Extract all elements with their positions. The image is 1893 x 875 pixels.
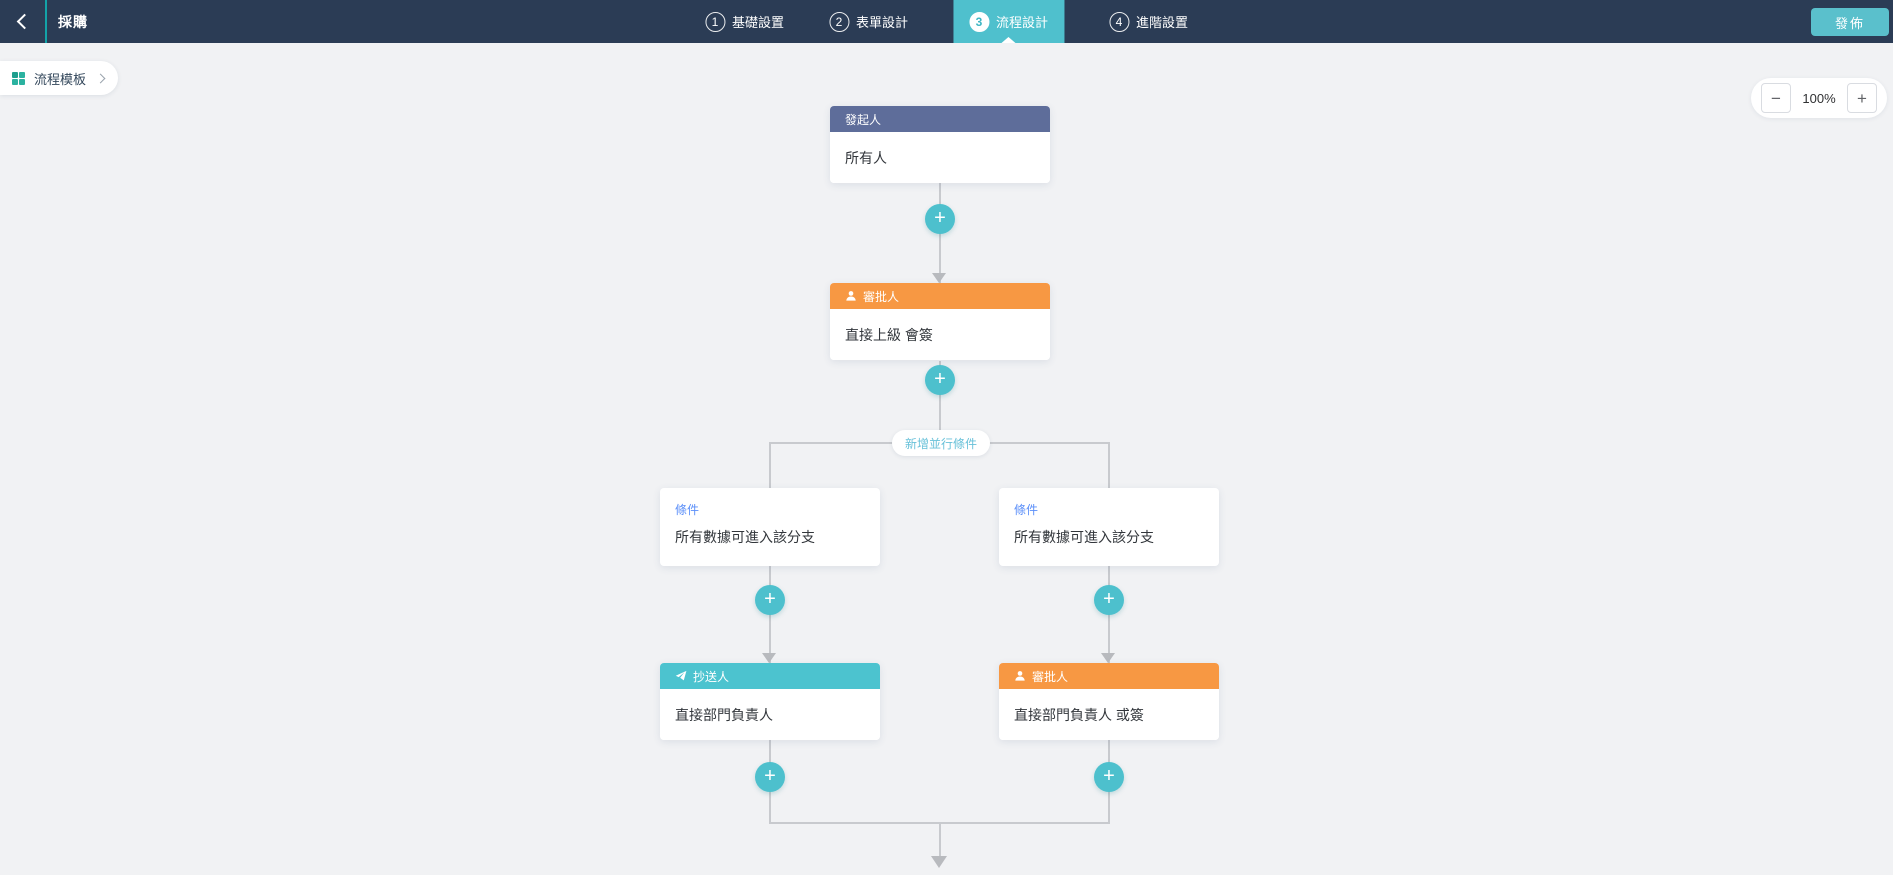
chevron-right-icon [95, 73, 106, 83]
arrowhead-icon [762, 653, 776, 663]
flow-template-chip[interactable]: 流程模板 [0, 61, 119, 95]
active-tab-caret-icon [1001, 37, 1016, 43]
flow-canvas: 流程模板 − 100% + 發起人 所有人 + 審批人 直接上級 會簽 + [0, 43, 1893, 875]
person-icon [1014, 670, 1026, 682]
tab-label: 流程設計 [996, 15, 1049, 30]
node-cc[interactable]: 抄送人 直接部門負責人 [660, 663, 880, 740]
node-header: 審批人 [830, 283, 1050, 309]
node-initiator[interactable]: 發起人 所有人 [830, 106, 1050, 183]
zoom-out-button[interactable]: − [1761, 83, 1791, 113]
condition-card-left[interactable]: 條件 所有數據可進入該分支 [660, 488, 880, 566]
node-approver-branch[interactable]: 審批人 直接部門負責人 或簽 [999, 663, 1219, 740]
tab-label: 表單設計 [855, 15, 908, 30]
zoom-level: 100% [1802, 90, 1836, 106]
arrowhead-icon [1101, 653, 1115, 663]
node-body: 所有人 [830, 132, 1050, 183]
topbar-divider [45, 0, 47, 43]
connector-line [939, 361, 941, 443]
tab-flow-design[interactable]: 3 流程設計 [953, 0, 1065, 43]
connector-line [769, 442, 771, 824]
add-node-button[interactable]: + [925, 365, 955, 395]
tab-advanced-settings[interactable]: 4 進階設置 [1109, 0, 1188, 43]
node-header-label: 發起人 [845, 112, 882, 127]
connector-line [939, 822, 941, 858]
node-body: 直接上級 會簽 [830, 309, 1050, 360]
paper-plane-icon [675, 670, 687, 682]
zoom-control: − 100% + [1751, 78, 1887, 118]
template-chip-label: 流程模板 [34, 71, 87, 87]
condition-label: 條件 [1014, 503, 1039, 517]
node-header: 審批人 [999, 663, 1219, 689]
add-node-button[interactable]: + [925, 204, 955, 234]
zoom-in-button[interactable]: + [1847, 83, 1877, 113]
connector-line [1108, 442, 1110, 824]
tab-basic-settings[interactable]: 1 基礎設置 [704, 0, 784, 43]
add-parallel-condition-button[interactable]: 新增並行條件 [892, 430, 991, 456]
arrowhead-icon [932, 273, 946, 283]
condition-text: 所有數據可進入該分支 [675, 529, 815, 545]
add-node-button[interactable]: + [1094, 762, 1124, 792]
node-header: 發起人 [830, 106, 1050, 132]
node-approver[interactable]: 審批人 直接上級 會簽 [830, 283, 1050, 360]
topbar: 採購 1 基礎設置 2 表單設計 3 流程設計 4 進階設置 發佈 [0, 0, 1893, 43]
node-body: 直接部門負責人 [660, 689, 880, 740]
publish-button[interactable]: 發佈 [1811, 8, 1889, 36]
tab-label: 基礎設置 [731, 15, 784, 30]
node-header-label: 審批人 [1032, 669, 1069, 684]
node-header-label: 審批人 [863, 289, 900, 304]
node-header: 抄送人 [660, 663, 880, 689]
person-icon [845, 290, 857, 302]
tab-label: 進階設置 [1136, 15, 1189, 30]
grid-icon [12, 71, 25, 85]
page-title: 採購 [58, 13, 88, 30]
node-header-label: 抄送人 [693, 669, 730, 684]
add-node-button[interactable]: + [755, 762, 785, 792]
back-button[interactable] [0, 0, 45, 43]
add-node-button[interactable]: + [1094, 585, 1124, 615]
chevron-left-icon [16, 13, 33, 30]
step-number-badge: 3 [969, 11, 989, 32]
condition-card-right[interactable]: 條件 所有數據可進入該分支 [999, 488, 1219, 566]
node-body: 直接部門負責人 或簽 [999, 689, 1219, 740]
step-number-badge: 1 [704, 11, 725, 32]
condition-label: 條件 [675, 503, 700, 517]
arrowhead-icon [931, 856, 947, 868]
tab-form-design[interactable]: 2 表單設計 [828, 0, 908, 43]
step-number-badge: 2 [828, 11, 849, 32]
condition-text: 所有數據可進入該分支 [1014, 529, 1154, 545]
step-tabs: 1 基礎設置 2 表單設計 3 流程設計 4 進階設置 [704, 0, 1188, 43]
add-node-button[interactable]: + [755, 585, 785, 615]
step-number-badge: 4 [1109, 11, 1130, 32]
